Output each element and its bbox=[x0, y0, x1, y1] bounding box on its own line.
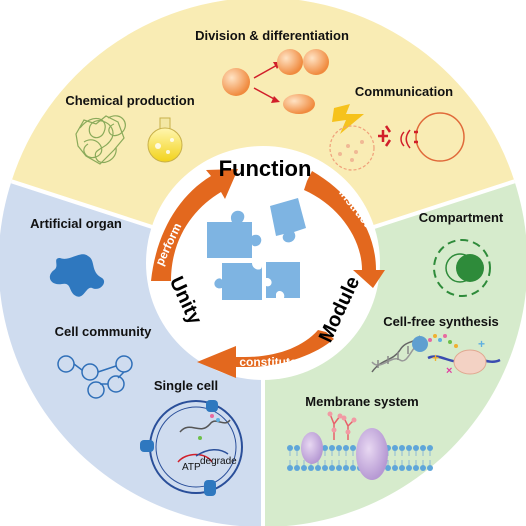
label-single: Single cell bbox=[154, 378, 218, 393]
lightning-icon bbox=[332, 104, 364, 134]
lipid-head bbox=[287, 465, 293, 471]
channel-bottom-icon bbox=[204, 480, 216, 496]
lipid-head bbox=[413, 445, 419, 451]
arrow-constitute bbox=[197, 330, 334, 378]
single-cell-dna-icon bbox=[179, 419, 231, 433]
center-label-function: Function bbox=[219, 156, 312, 181]
label-membrane: Membrane system bbox=[305, 394, 418, 409]
arrow-perform bbox=[151, 169, 238, 281]
compartment-core-icon bbox=[456, 254, 484, 282]
arrow-instruct bbox=[304, 171, 385, 288]
polymerase-icon bbox=[412, 336, 428, 352]
lipid-head bbox=[350, 465, 356, 471]
degrade-arrow-icon bbox=[195, 449, 229, 457]
puzzle-piece-2 bbox=[270, 198, 306, 243]
division-arrowhead-down bbox=[271, 96, 280, 103]
lipid-head bbox=[294, 465, 300, 471]
puzzle-pieces bbox=[207, 198, 306, 300]
degrade-label: degrade bbox=[200, 456, 237, 467]
lipid-head bbox=[336, 465, 342, 471]
function-sector bbox=[11, 0, 515, 263]
label-communication: Communication bbox=[355, 84, 453, 99]
label-community: Cell community bbox=[55, 324, 153, 339]
lipid-head bbox=[287, 445, 293, 451]
lipid-head bbox=[322, 465, 328, 471]
daughter-cell-2 bbox=[303, 49, 329, 75]
lipid-head bbox=[413, 465, 419, 471]
compartment-outer-icon bbox=[433, 239, 491, 297]
single-cell-inner bbox=[155, 406, 237, 488]
ribosome-icon bbox=[453, 349, 487, 375]
lipid-head bbox=[406, 465, 412, 471]
channel-top-icon bbox=[206, 400, 218, 412]
artificial-organ-icon bbox=[49, 254, 105, 297]
lipid-head bbox=[399, 465, 405, 471]
receiver-cell bbox=[415, 112, 465, 162]
lipid-head bbox=[315, 465, 321, 471]
center-disk bbox=[146, 146, 380, 380]
label-compartment: Compartment bbox=[419, 210, 504, 225]
label-division: Division & differentiation bbox=[195, 28, 349, 43]
label-cellfree: Cell-free synthesis bbox=[383, 314, 499, 329]
division-arrow-down bbox=[253, 87, 277, 101]
glycan-beads-icon bbox=[327, 411, 357, 435]
atp-marker-icon bbox=[177, 453, 213, 463]
cell-community-icon bbox=[57, 355, 133, 399]
lipid-head bbox=[322, 445, 328, 451]
lipid-head bbox=[427, 445, 433, 451]
cross-marker-1: × bbox=[446, 365, 452, 377]
flask-icon bbox=[147, 117, 183, 163]
receiver-receptor-icon bbox=[414, 130, 418, 144]
atp-label: ATP bbox=[182, 462, 201, 473]
signal-molecules-icon bbox=[338, 140, 364, 162]
lipid-head bbox=[392, 445, 398, 451]
puzzle-piece-3 bbox=[214, 263, 262, 300]
mother-cell bbox=[222, 68, 250, 96]
lipid-head bbox=[301, 465, 307, 471]
lipid-head bbox=[294, 445, 300, 451]
differentiated-cell bbox=[283, 94, 315, 114]
lipid-head bbox=[385, 465, 391, 471]
lipid-head bbox=[350, 445, 356, 451]
sender-cell bbox=[329, 125, 375, 171]
puzzle-piece-4 bbox=[266, 262, 300, 298]
lipid-head bbox=[329, 445, 335, 451]
arrow-label-constitute: constitute bbox=[239, 355, 297, 369]
lipid-head bbox=[336, 445, 342, 451]
label-chemical: Chemical production bbox=[65, 93, 194, 108]
membrane-protein-icon-1 bbox=[301, 432, 323, 464]
signal-wave-icon bbox=[400, 129, 411, 149]
membrane-protein-icon-2 bbox=[356, 428, 388, 480]
protein-structure-icon bbox=[75, 115, 126, 165]
plus-marker-1: + bbox=[432, 351, 439, 365]
label-organ: Artificial organ bbox=[30, 216, 122, 231]
channel-left-icon bbox=[140, 440, 154, 452]
lipid-head bbox=[329, 465, 335, 471]
receptor-icon bbox=[378, 125, 392, 147]
single-cell-molecules-icon bbox=[198, 414, 220, 440]
plus-marker-2: + bbox=[478, 337, 485, 351]
lipid-head bbox=[392, 465, 398, 471]
lipid-head bbox=[343, 445, 349, 451]
lipid-head bbox=[420, 445, 426, 451]
lipid-head bbox=[406, 445, 412, 451]
amino-acid-chain-icon bbox=[428, 334, 458, 348]
puzzle-piece-1 bbox=[207, 210, 262, 258]
lipid-head bbox=[427, 465, 433, 471]
lipid-head bbox=[420, 465, 426, 471]
division-arrow-up bbox=[253, 63, 280, 79]
lipid-head bbox=[308, 465, 314, 471]
lipid-head bbox=[399, 445, 405, 451]
daughter-cell-1 bbox=[277, 49, 303, 75]
lipid-head bbox=[343, 465, 349, 471]
